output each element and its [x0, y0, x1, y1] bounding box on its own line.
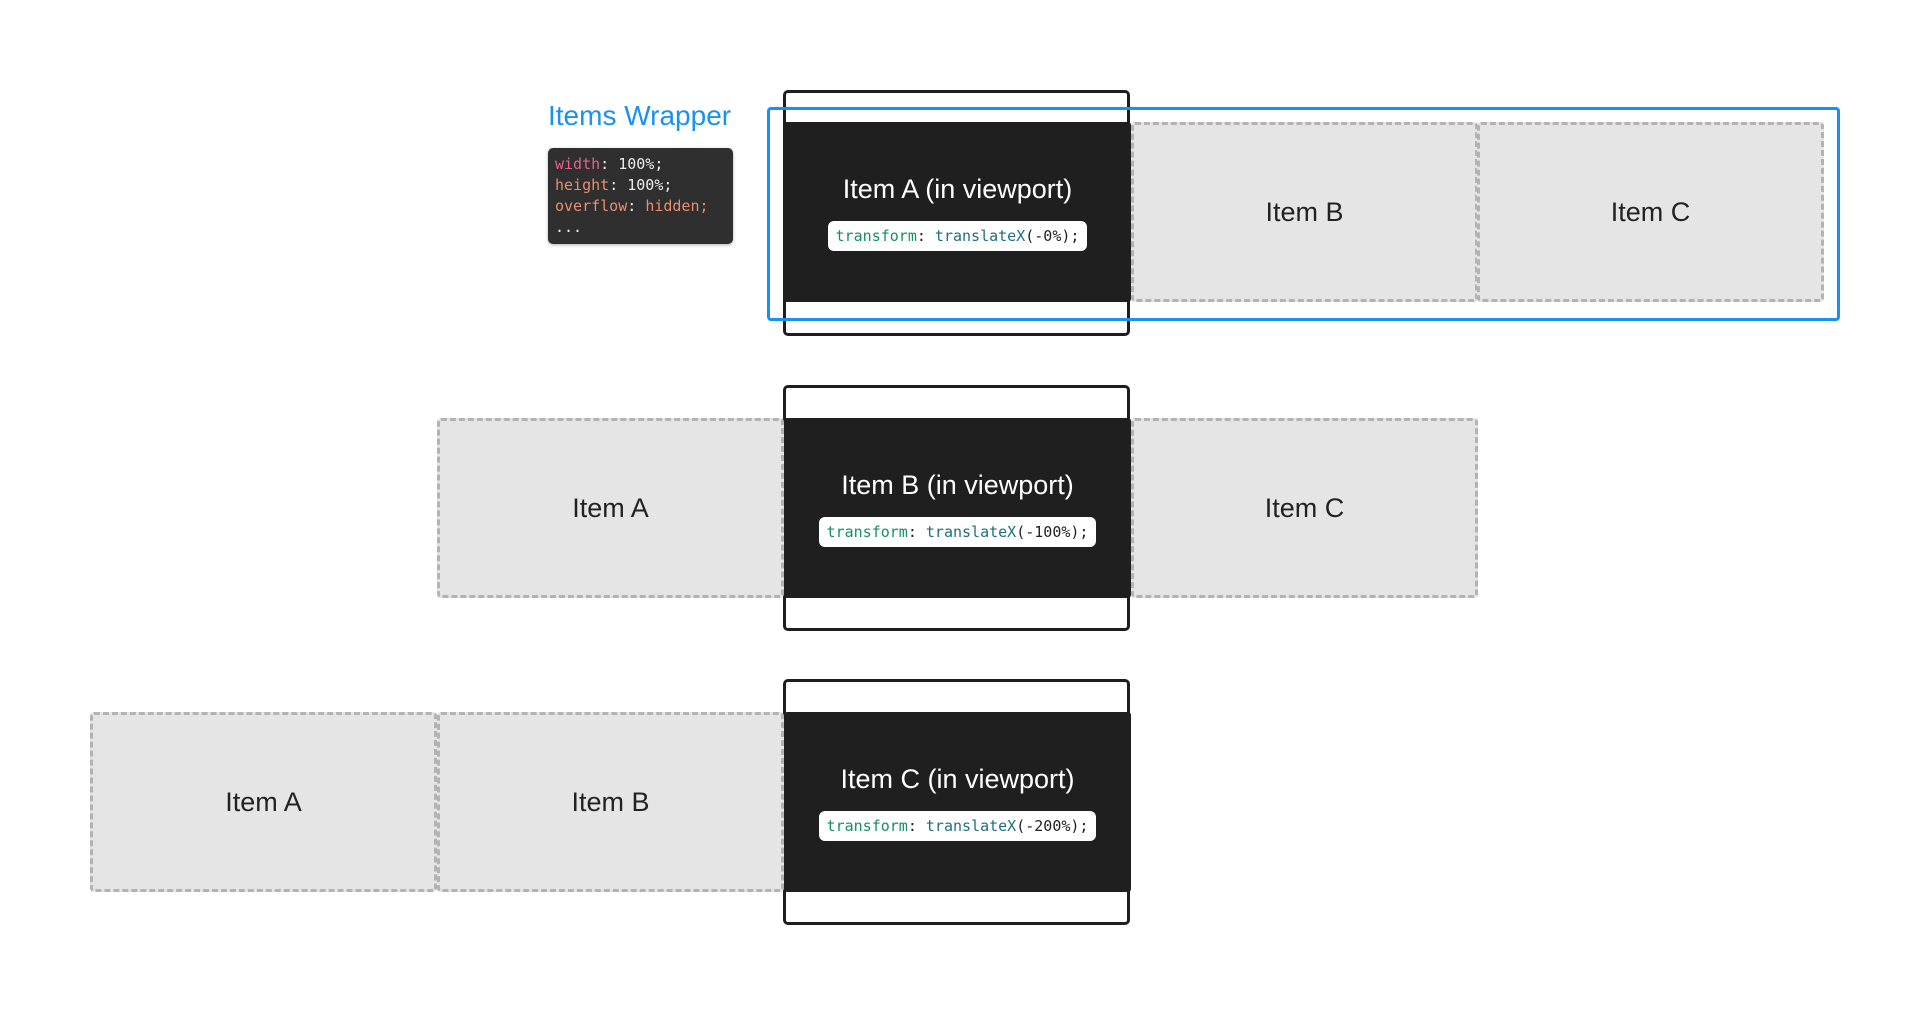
- code-fn: translateX: [934, 226, 1026, 245]
- item-label: Item A (in viewport): [842, 173, 1073, 204]
- item-label: Item C: [1610, 196, 1691, 227]
- item-label: Item B (in viewport): [841, 469, 1074, 500]
- item-label: Item B: [1265, 196, 1344, 227]
- item-label: Item A: [225, 786, 302, 817]
- item-a-active: Item A (in viewport) transform: translat…: [784, 122, 1131, 302]
- item-b: Item B: [1131, 122, 1478, 302]
- transform-code: transform: translateX(-200%);: [818, 810, 1097, 841]
- code-arg: (-200%);: [1016, 816, 1089, 835]
- wrapper-css-box: width: 100%; height: 100%; overflow: hid…: [548, 148, 733, 244]
- item-c: Item C: [1477, 122, 1824, 302]
- transform-code: transform: translateX(-100%);: [818, 516, 1097, 547]
- item-a: Item A: [90, 712, 437, 892]
- items-wrapper-outline: [767, 107, 1840, 321]
- item-c: Item C: [1131, 418, 1478, 598]
- transform-code: transform: translateX(-0%);: [827, 220, 1088, 251]
- item-label: Item C (in viewport): [840, 763, 1075, 794]
- css-value: 100%;: [618, 155, 664, 173]
- code-prop: transform: [826, 522, 908, 541]
- css-ellipsis: ...: [555, 218, 583, 236]
- code-fn: translateX: [925, 816, 1017, 835]
- css-value: hidden;: [645, 197, 709, 215]
- item-c-active: Item C (in viewport) transform: translat…: [784, 712, 1131, 892]
- code-arg: (-100%);: [1016, 522, 1089, 541]
- item-a: Item A: [437, 418, 784, 598]
- css-prop: overflow: [555, 197, 628, 215]
- code-prop: transform: [826, 816, 908, 835]
- css-prop: height: [555, 176, 610, 194]
- css-value: 100%;: [627, 176, 673, 194]
- item-label: Item C: [1264, 492, 1345, 523]
- item-b-active: Item B (in viewport) transform: translat…: [784, 418, 1131, 598]
- code-fn: translateX: [925, 522, 1017, 541]
- item-label: Item A: [572, 492, 649, 523]
- code-prop: transform: [835, 226, 917, 245]
- code-arg: (-0%);: [1025, 226, 1080, 245]
- css-prop: width: [555, 155, 601, 173]
- items-wrapper-label: Items Wrapper: [548, 100, 732, 131]
- item-b: Item B: [437, 712, 784, 892]
- item-label: Item B: [571, 786, 650, 817]
